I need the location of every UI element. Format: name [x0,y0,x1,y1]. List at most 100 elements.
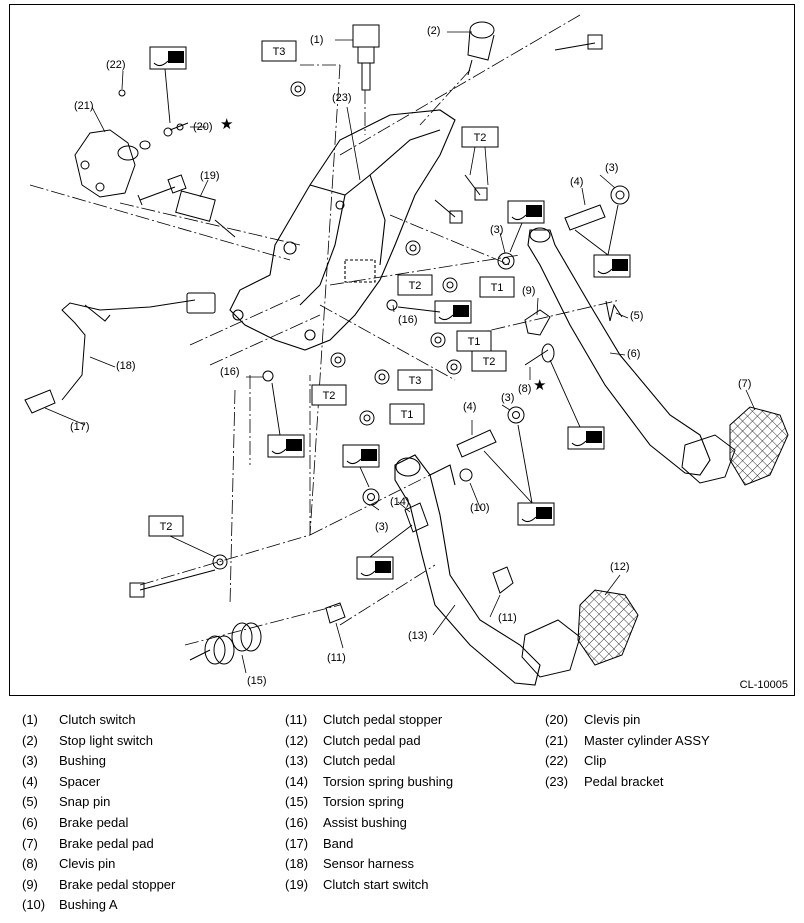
torque-tag-9: T1 [389,403,425,425]
clutch-pedal [394,454,541,686]
assist-bushing-a [262,370,274,382]
clevis-pin-8 [524,343,555,366]
legend-number: (23) [545,773,569,789]
legend-label: Stop light switch [59,732,153,748]
pedal-bracket [229,109,456,351]
svg-text:T3: T3 [273,46,286,58]
master-cylinder [74,129,151,198]
legend-label: Clutch switch [59,712,136,727]
callout-22: (22) [106,59,126,71]
bushing-3-lower [507,406,525,424]
callout-1: (1) [310,34,323,46]
bushing-3-upper-left [497,252,515,270]
torque-tag-7: T2 [311,384,347,406]
clutch-pedal-stopper-b [325,602,346,624]
svg-text:T2: T2 [409,280,422,292]
callout-11a: (11) [498,612,517,624]
callout-2: (2) [427,25,440,37]
legend-number: (13) [285,753,309,769]
callout-6: (6) [627,348,640,360]
figure-code: CL-10005 [739,679,788,691]
star-mark-20: ★ [220,115,233,133]
callout-8: (8) [518,383,531,395]
exploded-view-figure: (1) (2) (3) (3) (3) (3) (4) (4) (5) (6) … [9,4,795,696]
stop-light-switch [467,21,495,76]
legend-number: (2) [22,732,38,748]
torsion-spring-bushing [404,502,429,533]
callout-3c: (3) [501,392,514,404]
legend-label: Assist bushing [323,814,407,830]
callout-16b: (16) [398,314,418,326]
brake-pedal [527,227,711,476]
legend-number: (7) [22,835,38,851]
spacer-4-lower [456,429,497,458]
legend-label: Master cylinder ASSY [584,732,710,748]
bushing-a [459,468,473,482]
bolts [129,34,603,598]
legend-number: (1) [22,712,38,727]
legend-label: Pedal bracket [584,773,664,789]
legend-number: (18) [285,856,309,872]
legend-number: (10) [22,897,46,913]
grease-glyphs [168,51,628,573]
svg-text:T2: T2 [160,521,173,533]
callout-23: (23) [332,92,352,104]
legend-label: Brake pedal stopper [59,876,176,892]
torque-tag-1: T3 [261,40,297,62]
clip [118,89,126,97]
leader-lines [44,31,756,674]
torque-tag-3: T2 [397,274,433,296]
callout-17: (17) [70,421,90,433]
legend-label: Brake pedal pad [59,835,154,851]
torque-tag-4: T1 [479,276,515,298]
clutch-switch [352,24,380,91]
star-mark-8: ★ [533,376,546,394]
bushing-3-upper-right [610,185,630,205]
svg-text:T2: T2 [323,390,336,402]
special-marks: ★ ★ [220,115,546,394]
brake-pedal-stopper [524,309,551,336]
callout-5: (5) [630,310,643,322]
callout-4b: (4) [463,401,476,413]
legend-label: Clutch pedal stopper [323,712,443,727]
callout-labels: (1) (2) (3) (3) (3) (3) (4) (4) (5) (6) … [70,25,751,687]
legend-number: (5) [22,794,38,810]
callout-9: (9) [522,285,535,297]
callout-11b: (11) [327,652,346,664]
legend-number: (16) [285,814,309,830]
legend-label: Clutch start switch [323,876,429,892]
legend-number: (11) [285,712,308,727]
callout-15: (15) [247,675,267,687]
callout-3a: (3) [605,162,618,174]
clutch-start-switch [175,190,236,238]
torque-tag-5: T1 [456,330,492,352]
svg-text:T3: T3 [409,375,422,387]
legend-label: Sensor harness [323,856,415,872]
legend-label: Clip [584,753,607,769]
callout-13: (13) [408,630,428,642]
legend-label: Clevis pin [584,712,641,727]
torque-tags: T3 T2 T2 T1 T1 T2 [148,40,515,558]
svg-text:T2: T2 [483,356,496,368]
callout-3b: (3) [490,224,503,236]
legend-number: (3) [22,753,38,769]
torque-tag-8: T3 [397,369,433,391]
clevis-pin-20 [163,122,189,137]
sensor-harness [61,292,216,401]
legend-number: (6) [22,814,38,830]
legend-label: Bushing A [59,897,118,913]
legend-number: (22) [545,753,569,769]
torsion-spring [189,622,262,665]
callout-10: (10) [470,502,490,514]
legend-number: (12) [285,732,309,748]
grease-symbols [149,46,631,580]
legend-label: Brake pedal [59,814,129,830]
callout-16a: (16) [220,366,240,378]
svg-text:T1: T1 [401,409,414,421]
legend-number: (4) [22,773,38,789]
svg-text:T1: T1 [468,336,481,348]
legend-number: (14) [285,773,309,789]
band [24,389,56,414]
assist-bushing-b [386,299,398,311]
legend-label: Torsion spring [323,794,404,810]
